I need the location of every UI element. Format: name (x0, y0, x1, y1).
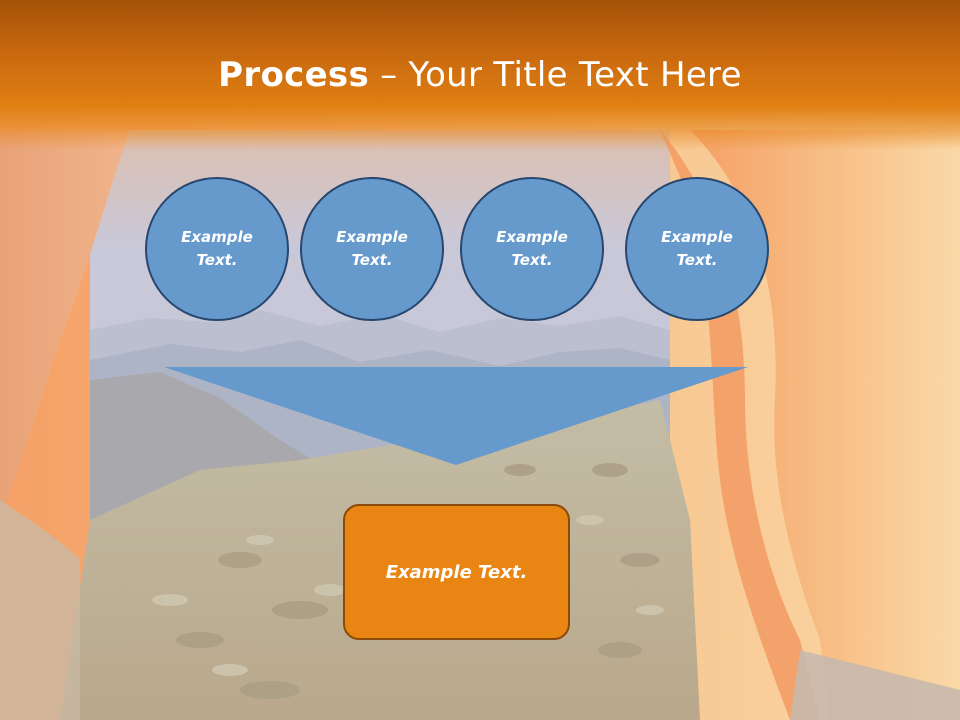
process-step-label-3: Example Text. (482, 226, 582, 272)
funnel-arrow-shape (164, 367, 748, 465)
step-2-line-1: Example (336, 228, 408, 246)
step-4-line-1: Example (661, 228, 733, 246)
step-2-line-2: Text. (351, 251, 393, 269)
process-step-circle-3[interactable]: Example Text. (460, 177, 604, 321)
result-label: Example Text. (385, 561, 528, 583)
slide-title-rest: – Your Title Text Here (369, 55, 742, 95)
process-step-label-1: Example Text. (167, 226, 267, 272)
result-box[interactable]: Example Text. (343, 504, 570, 640)
step-1-line-1: Example (181, 228, 253, 246)
process-step-circle-4[interactable]: Example Text. (625, 177, 769, 321)
step-4-line-2: Text. (676, 251, 718, 269)
process-step-label-4: Example Text. (647, 226, 747, 272)
title-bar (0, 0, 960, 150)
slide-title: Process – Your Title Text Here (0, 50, 960, 100)
process-step-circle-1[interactable]: Example Text. (145, 177, 289, 321)
process-step-circle-2[interactable]: Example Text. (300, 177, 444, 321)
step-3-line-2: Text. (511, 251, 553, 269)
slide-title-strong: Process (218, 55, 370, 95)
step-1-line-2: Text. (196, 251, 238, 269)
step-3-line-1: Example (496, 228, 568, 246)
process-step-label-2: Example Text. (322, 226, 422, 272)
